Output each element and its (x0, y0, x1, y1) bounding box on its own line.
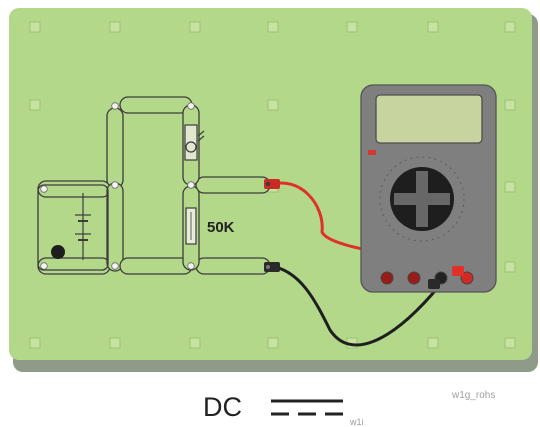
peg (427, 21, 439, 33)
wire-mid-vertical (106, 182, 124, 272)
snap-dots (40, 102, 195, 270)
jack-10a[interactable] (380, 271, 394, 285)
peg (189, 337, 201, 349)
dc-symbol-icon (271, 399, 343, 416)
wire-right (195, 176, 271, 194)
peg (346, 21, 358, 33)
wire-top (119, 96, 193, 114)
peg (427, 337, 439, 349)
multimeter-dial-icon[interactable] (379, 156, 465, 242)
peg (29, 21, 41, 33)
black-probe-wire (269, 264, 442, 347)
dc-label: DC (203, 392, 242, 422)
peg (504, 21, 516, 33)
wire-left-bottom (37, 257, 111, 275)
jack-ma[interactable] (407, 271, 421, 285)
wire-left-top (37, 180, 111, 198)
peg (504, 181, 516, 193)
wire-bottom (119, 257, 193, 275)
peg (29, 99, 41, 111)
dc-sub-label: w1i (350, 417, 364, 427)
battery-icon (37, 184, 109, 271)
peg (504, 99, 516, 111)
watermark-label: w1g_rohs (452, 390, 496, 401)
peg (109, 21, 121, 33)
peg (267, 21, 279, 33)
power-indicator (368, 150, 376, 155)
black-probe-clip (264, 262, 280, 272)
multimeter (360, 84, 497, 293)
jack-v-ohm[interactable] (460, 271, 474, 285)
red-probe-plug (452, 266, 464, 276)
black-probe-plug (428, 279, 440, 289)
peg (267, 99, 279, 111)
resistor-value-label: 50K (207, 219, 235, 236)
peg (109, 337, 121, 349)
photoresistor-icon (184, 124, 205, 161)
peg (189, 21, 201, 33)
multimeter-display (375, 94, 483, 144)
peg (267, 337, 279, 349)
peg (29, 337, 41, 349)
peg (504, 261, 516, 273)
red-probe-clip (264, 179, 280, 189)
peg (504, 337, 516, 349)
wire-bottom-right (195, 257, 271, 275)
resistor-icon (185, 207, 197, 245)
wire-left-vertical (106, 107, 124, 189)
